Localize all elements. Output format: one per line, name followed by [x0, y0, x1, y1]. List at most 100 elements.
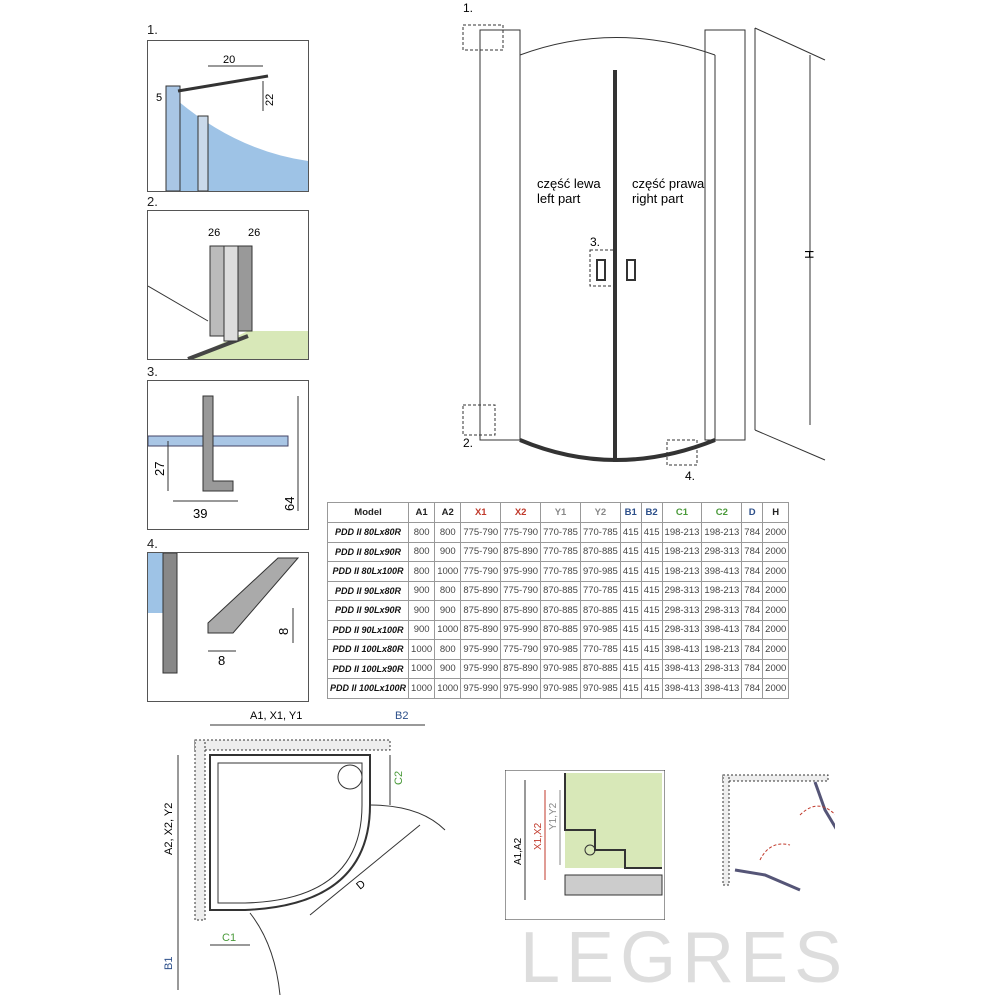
table-cell-c2: 398-413 [701, 678, 743, 699]
detail-2-drawing: 26 26 [148, 227, 308, 359]
table-cell-x1: 775-790 [460, 522, 502, 543]
table-cell-a1: 1000 [408, 678, 436, 699]
table-cell-model: PDD II 80Lx80R [326, 522, 410, 543]
column-header-a1: A1 [408, 502, 436, 523]
table-cell-h: 2000 [762, 541, 790, 562]
table-cell-d: 784 [741, 600, 764, 621]
column-header-b2: B2 [640, 502, 663, 523]
marker-3: 3. [590, 235, 600, 249]
table-cell-x1: 875-890 [460, 580, 502, 601]
table-cell-b1: 415 [619, 639, 642, 660]
table-cell-y2: 970-985 [579, 619, 621, 640]
table-cell-d: 784 [741, 619, 764, 640]
table-cell-d: 784 [741, 639, 764, 660]
detail-1-panel: 20 5 22 [147, 40, 309, 192]
table-cell-model: PDD II 90Lx80R [326, 580, 410, 601]
table-cell-a2: 1000 [434, 678, 462, 699]
marker-4: 4. [685, 469, 695, 483]
table-cell-x2: 875-890 [500, 600, 542, 621]
marker-1: 1. [463, 1, 473, 15]
table-cell-b1: 415 [619, 522, 642, 543]
table-cell-c2: 398-413 [701, 619, 743, 640]
table-cell-x2: 975-990 [500, 619, 542, 640]
table-cell-b2: 415 [640, 619, 663, 640]
table-cell-b2: 415 [640, 639, 663, 660]
table-cell-y1: 870-885 [540, 619, 581, 640]
table-cell-y1: 970-985 [540, 639, 581, 660]
detail-3-panel: 27 39 64 [147, 380, 309, 530]
table-cell-y2: 870-885 [579, 600, 621, 621]
table-cell-b2: 415 [640, 580, 663, 601]
table-cell-x2: 975-990 [500, 678, 542, 699]
table-cell-h: 2000 [762, 522, 790, 543]
table-cell-model: PDD II 80Lx90R [326, 541, 410, 562]
table-cell-c2: 298-313 [701, 600, 743, 621]
detail-3-label: 3. [147, 364, 158, 379]
table-cell-b1: 415 [619, 678, 642, 699]
table-cell-c1: 298-313 [661, 580, 703, 601]
table-cell-y2: 970-985 [579, 678, 621, 699]
table-cell-a2: 800 [434, 639, 462, 660]
table-cell-y1: 770-785 [540, 561, 581, 582]
table-cell-b2: 415 [640, 600, 663, 621]
table-cell-b2: 415 [640, 658, 663, 679]
left-part-pl: część lewa [537, 176, 601, 191]
profile-y-label: Y1,Y2 [548, 802, 559, 830]
column-header-h: H [762, 502, 790, 523]
table-cell-a1: 900 [408, 580, 436, 601]
dim-5: 5 [156, 92, 162, 104]
table-cell-x1: 975-990 [460, 639, 502, 660]
table-cell-x2: 775-790 [500, 522, 542, 543]
table-cell-model: PDD II 80Lx100R [326, 561, 410, 582]
plan-c2-label: C2 [393, 771, 405, 785]
detail-4-panel: 8 8 [147, 552, 309, 702]
table-cell-y2: 870-885 [579, 541, 621, 562]
plan-view-drawing: A1, X1, Y1 B2 C2 A2, X2, Y2 D C1 B1 [163, 710, 446, 996]
dim-20: 20 [223, 54, 235, 66]
plan-left-label: A2, X2, Y2 [163, 803, 175, 855]
column-header-c1: C1 [661, 502, 703, 523]
table-cell-a2: 900 [434, 541, 462, 562]
column-header-x2: X2 [500, 502, 542, 523]
table-cell-x2: 775-790 [500, 639, 542, 660]
table-cell-b2: 415 [640, 522, 663, 543]
detail-2-panel: 26 26 [147, 210, 309, 360]
table-cell-h: 2000 [762, 600, 790, 621]
column-header-d: D [741, 502, 764, 523]
table-cell-b1: 415 [619, 658, 642, 679]
table-cell-d: 784 [741, 658, 764, 679]
plan-b2-label: B2 [395, 710, 408, 722]
table-cell-x1: 775-790 [460, 541, 502, 562]
table-cell-x1: 975-990 [460, 678, 502, 699]
table-cell-a1: 800 [408, 522, 436, 543]
table-cell-y1: 970-985 [540, 678, 581, 699]
table-cell-a2: 1000 [434, 561, 462, 582]
column-header-c2: C2 [701, 502, 743, 523]
dim-27: 27 [152, 462, 167, 476]
dim-8-vertical: 8 [276, 628, 291, 635]
table-cell-y2: 770-785 [579, 522, 621, 543]
table-cell-c2: 198-213 [701, 580, 743, 601]
table-cell-c1: 198-213 [661, 561, 703, 582]
plan-c1-label: C1 [222, 932, 236, 944]
table-cell-y1: 870-885 [540, 580, 581, 601]
table-cell-x2: 775-790 [500, 580, 542, 601]
column-header-model: Model [326, 502, 410, 523]
table-cell-a1: 800 [408, 541, 436, 562]
table-cell-d: 784 [741, 678, 764, 699]
dim-26-a: 26 [208, 227, 220, 239]
table-cell-y1: 770-785 [540, 522, 581, 543]
table-cell-b1: 415 [619, 600, 642, 621]
table-cell-a1: 900 [408, 600, 436, 621]
table-cell-h: 2000 [762, 678, 790, 699]
table-cell-c1: 398-413 [661, 678, 703, 699]
plan-b1-label: B1 [163, 957, 175, 970]
table-cell-y2: 770-785 [579, 639, 621, 660]
column-header-x1: X1 [460, 502, 502, 523]
table-cell-c2: 198-213 [701, 639, 743, 660]
